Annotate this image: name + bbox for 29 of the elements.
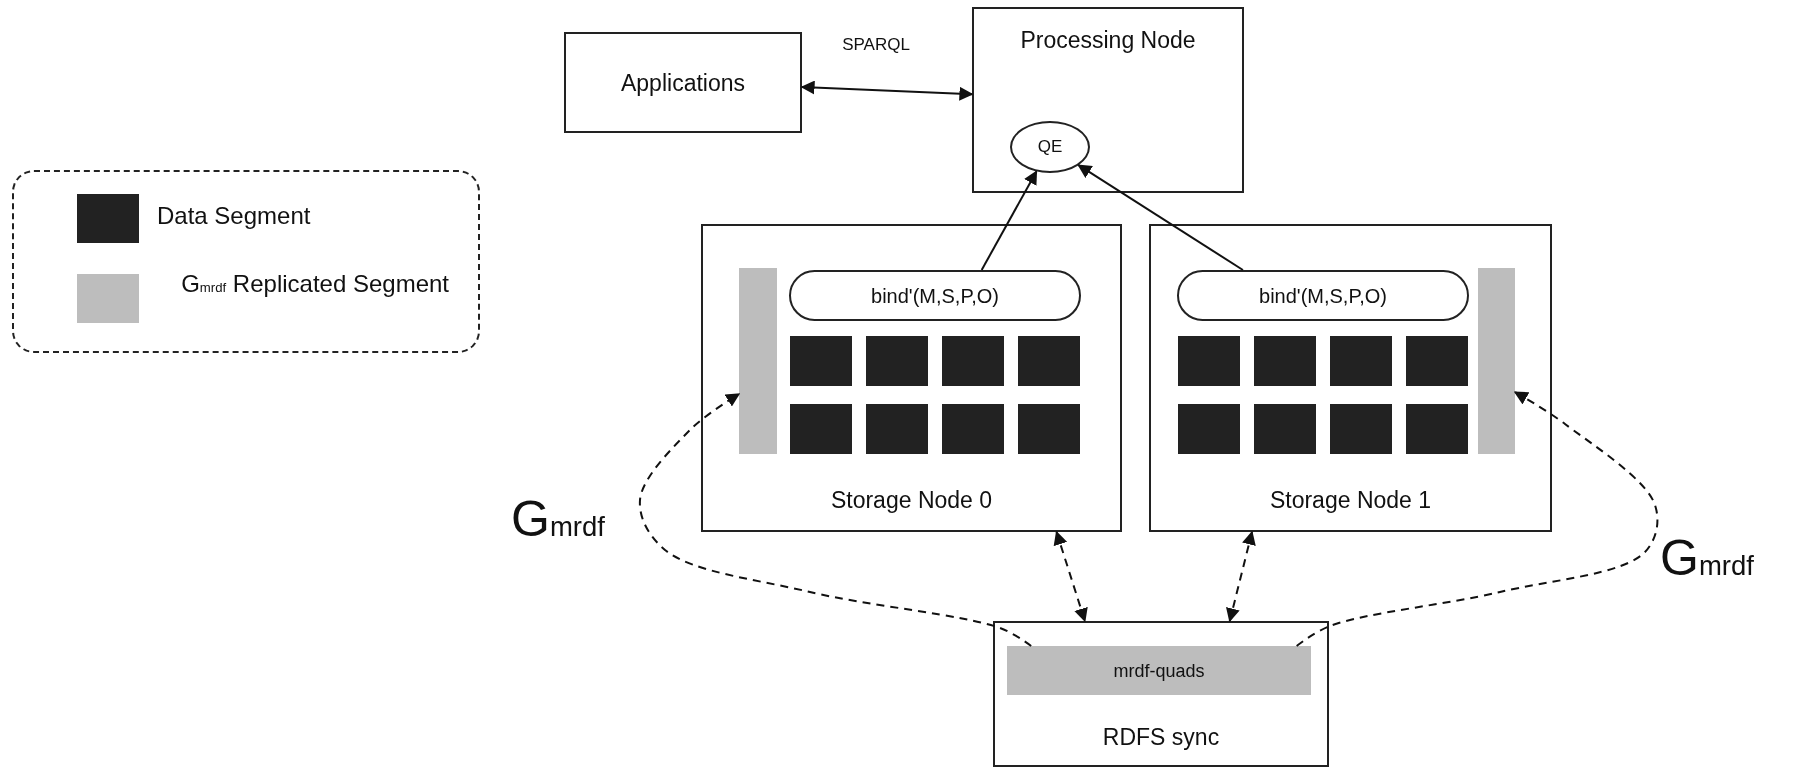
arrow <box>980 170 1038 271</box>
node-label: mrdf-quads <box>1112 660 1206 681</box>
bind-function-pill <box>789 270 1081 321</box>
node-label: Storage Node 0 <box>829 487 994 514</box>
storage-node-box <box>701 224 1122 532</box>
node-label: bind'(M,S,P,O) <box>870 284 1000 307</box>
arrow <box>800 80 974 101</box>
node-label: Storage Node 1 <box>1268 487 1433 514</box>
node-label: QE <box>1036 137 1064 157</box>
node-label: bind'(M,S,P,O) <box>1258 284 1388 307</box>
replicated-segment-bar <box>739 268 777 454</box>
dashed-arrow <box>638 392 1033 647</box>
dashed-arrow <box>1295 391 1659 647</box>
dashed-arrow <box>1053 530 1088 623</box>
storage-node-box <box>1149 224 1552 532</box>
query-engine-ellipse <box>1010 121 1090 173</box>
processing-node-box <box>972 7 1244 193</box>
mrdf-quads-bar <box>1007 646 1311 695</box>
node-label: Applications <box>620 69 746 96</box>
rdfs-sync-box <box>993 621 1329 767</box>
dashed-arrow <box>1226 530 1256 623</box>
application-box <box>564 32 802 133</box>
edge-label: SPARQL <box>842 35 910 53</box>
bind-function-pill <box>1177 270 1469 321</box>
node-label: Processing Node <box>1019 27 1197 54</box>
replicated-segment-bar <box>1478 268 1515 454</box>
legend-label: Data Segment <box>157 202 311 231</box>
node-label: RDFS sync <box>1101 724 1221 751</box>
arrow <box>1077 164 1244 271</box>
